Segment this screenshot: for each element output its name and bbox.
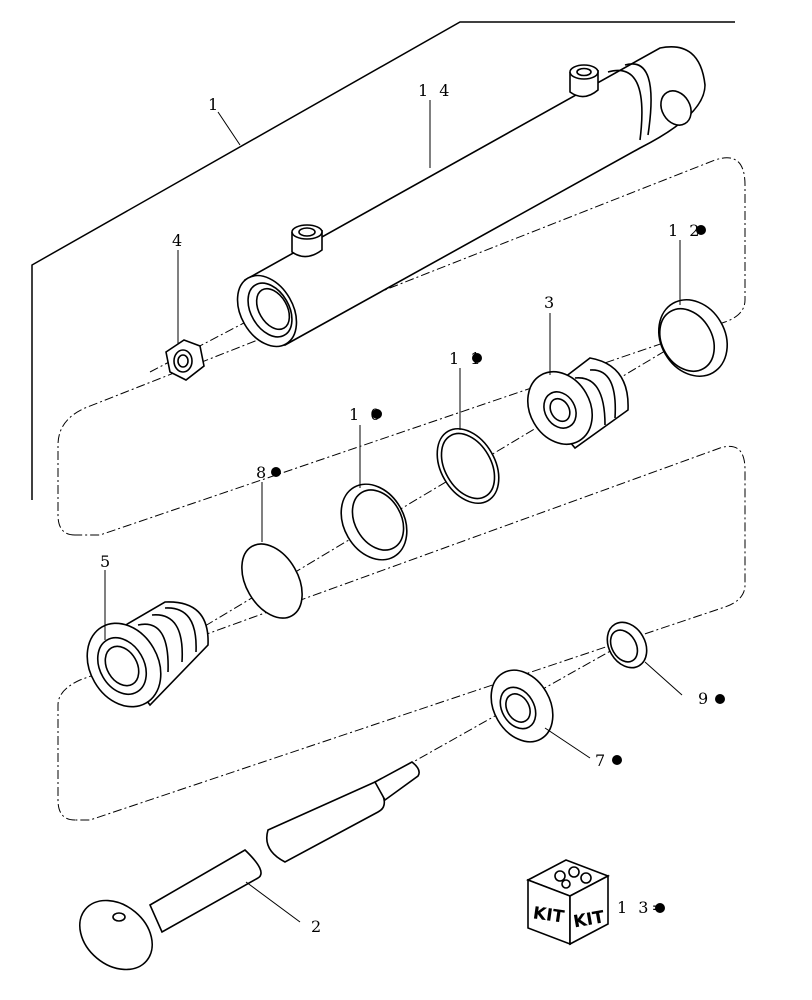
callout-7: 7 — [595, 751, 608, 770]
callout-4: 4 — [172, 231, 185, 250]
callout-10: 1 0 — [349, 405, 383, 424]
o-ring-11 — [436, 428, 500, 504]
callout-8: 8 — [256, 463, 269, 482]
kit-dot-10 — [372, 409, 382, 419]
callout-12: 1 2 — [668, 221, 702, 240]
kit-dot-13 — [655, 903, 665, 913]
leader-lines — [104, 100, 683, 923]
callout-3: 3 — [544, 293, 557, 312]
callout-5: 5 — [100, 552, 113, 571]
nut — [165, 339, 205, 381]
piston-rod — [78, 761, 420, 971]
cylinder-barrel — [236, 46, 706, 348]
kit-box-icon: KIT KIT — [526, 859, 610, 946]
assembly-bracket-line — [31, 21, 735, 500]
o-ring-8 — [241, 543, 303, 619]
gland-head — [86, 601, 209, 708]
piston — [527, 357, 629, 450]
kit-dot-12 — [696, 225, 706, 235]
kit-dot-9 — [715, 694, 725, 704]
callout-13: 1 3= — [617, 898, 668, 917]
wear-ring-12 — [658, 299, 728, 377]
wiper-seal-9 — [606, 621, 648, 669]
callout-9: 9 — [698, 689, 711, 708]
callout-1: 1 — [208, 95, 221, 114]
kit-dot-8 — [271, 467, 281, 477]
kit-dot-7 — [612, 755, 622, 765]
kit-label-right: KIT — [572, 907, 606, 932]
kit-dot-11 — [472, 353, 482, 363]
callout-11: 1 1 — [449, 349, 483, 368]
seal-group-outline-lower — [57, 445, 746, 821]
callout-2: 2 — [311, 917, 324, 936]
callout-14: 1 4 — [418, 81, 452, 100]
seal-ring-10 — [340, 483, 408, 561]
bushing-7 — [490, 669, 554, 743]
kit-label-left: KIT — [532, 903, 566, 927]
seal-group-outline-upper — [57, 157, 746, 536]
